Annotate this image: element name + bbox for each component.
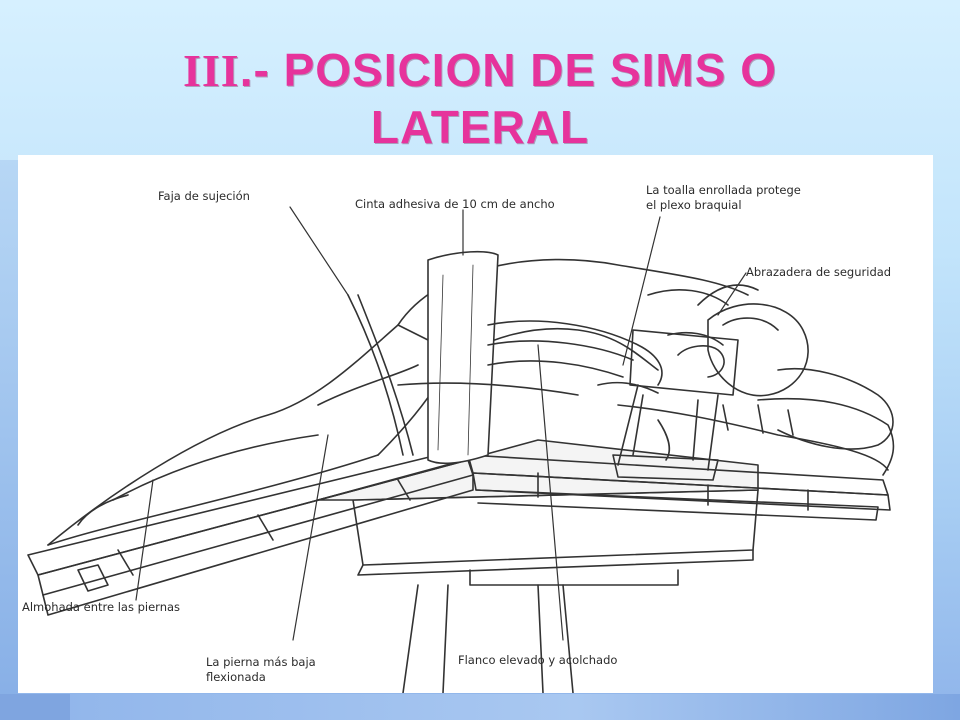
label-faja-de-sujecion: Faja de sujeción	[158, 189, 250, 203]
label-toalla-line2: el plexo braquial	[646, 198, 742, 212]
title-numeral: III	[182, 45, 240, 96]
patient-arms	[597, 289, 729, 394]
label-abrazadera-de-seguridad: Abrazadera de seguridad	[746, 265, 892, 279]
slide-title: III.- POSICION DE SIMS O LATERAL	[80, 42, 880, 155]
label-cinta-adhesiva: Cinta adhesiva de 10 cm de ancho	[355, 197, 555, 211]
table-pedestal	[402, 569, 679, 693]
head-and-pillow	[697, 284, 894, 450]
label-almohada-entre-las-piernas: Almohada entre las piernas	[22, 600, 181, 614]
bottom-left-decor-block	[0, 694, 70, 720]
table-top-left	[27, 449, 474, 616]
sims-position-illustration: Faja de sujeción Cinta adhesiva de 10 cm…	[18, 155, 933, 693]
table-top-right	[467, 454, 891, 521]
padding-rolls	[397, 320, 895, 476]
bottom-decor-band	[0, 694, 960, 720]
strap-band	[427, 250, 499, 465]
label-toalla-line1: La toalla enrollada protege	[646, 183, 801, 197]
left-decor-band	[0, 160, 18, 720]
label-flanco-elevado: Flanco elevado y acolchado	[458, 653, 618, 667]
arm-support-frame	[612, 329, 739, 481]
title-text: .- POSICION DE SIMS O LATERAL	[239, 44, 777, 153]
label-pierna-line2: flexionada	[206, 670, 266, 684]
support-straps	[347, 294, 414, 456]
illustration-drawing	[27, 206, 895, 693]
table-block	[317, 439, 759, 576]
label-pierna-line1: La pierna más baja	[206, 655, 316, 669]
leader-lines	[135, 206, 747, 641]
